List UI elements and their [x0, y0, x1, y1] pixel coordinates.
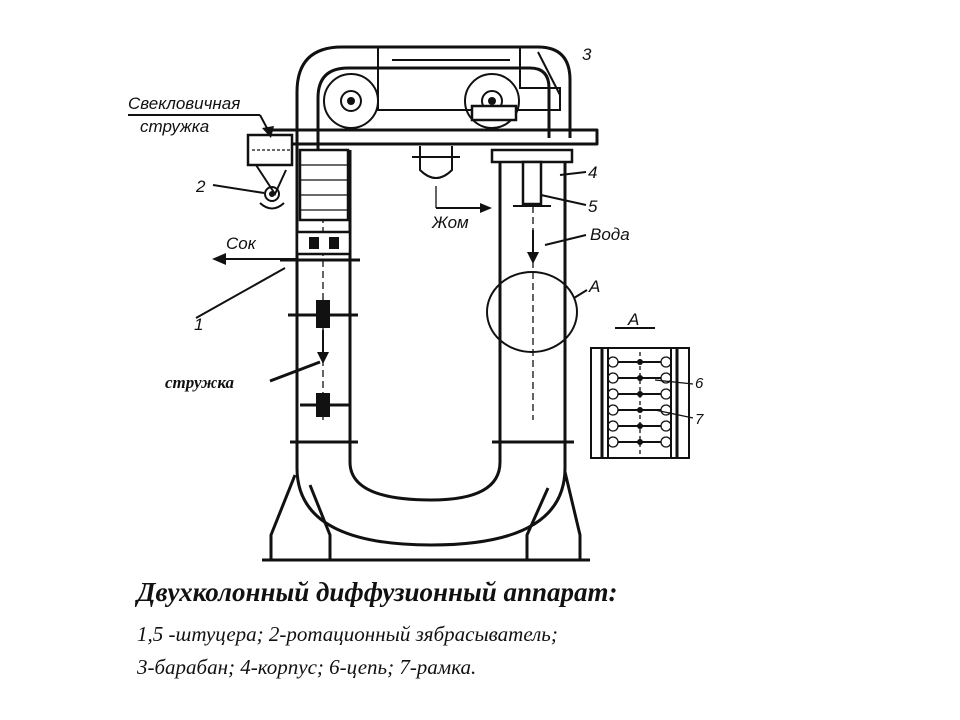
detail-view-a	[590, 327, 690, 459]
juice-fitting	[295, 230, 352, 256]
right-support	[525, 471, 582, 560]
caption-line-2: 3-барабан; 4-корпус; 6-цепь; 7-рамка.	[137, 655, 477, 679]
u-bend-outer	[295, 445, 567, 547]
rotary-thrower	[246, 133, 294, 210]
label-7: 7	[695, 411, 704, 428]
caption-line-1: 1,5 -штуцера; 2-ротационный зябрасывател…	[137, 622, 558, 646]
water-arrow-head	[527, 252, 539, 264]
leader-1	[195, 267, 286, 319]
drum-left	[323, 73, 379, 129]
pulp-outlet	[412, 146, 460, 179]
left-feed-block	[298, 148, 350, 222]
chips-input-arrow	[262, 126, 274, 138]
top-arch-inner	[316, 66, 551, 150]
label-juice: Сок	[226, 234, 257, 253]
label-5: 5	[588, 197, 598, 216]
left-support	[269, 474, 332, 560]
juice-arrow-head	[212, 253, 226, 265]
paddle-upper	[288, 300, 358, 328]
leader-7	[654, 409, 694, 419]
detail-circle-a	[486, 271, 578, 353]
drum-bracket	[470, 104, 518, 122]
u-bend-inner	[348, 445, 502, 502]
label-6: 6	[695, 375, 704, 392]
paddle-lower	[300, 393, 350, 417]
leader-6	[654, 379, 694, 385]
label-detail-a-title: А	[627, 310, 639, 329]
right-column-flange	[490, 148, 574, 164]
caption-title: Двухколонный диффузионный аппарат:	[137, 577, 618, 607]
chips-down-arrow	[317, 352, 329, 364]
leader-2	[212, 184, 265, 194]
pulp-arrow-head	[480, 203, 492, 213]
label-3: 3	[582, 45, 592, 64]
label-pulp: Жом	[431, 213, 469, 232]
drum-right	[464, 73, 520, 129]
label-water: Вода	[590, 225, 630, 244]
leader-a	[573, 289, 588, 299]
water-fitting	[521, 160, 543, 206]
top-arch-outer	[295, 45, 572, 150]
chips-pointer	[269, 360, 321, 383]
label-4: 4	[588, 163, 597, 182]
leader-4	[559, 171, 587, 176]
label-chips: стружка	[165, 373, 235, 392]
leader-water	[544, 234, 587, 246]
label-detail-a: А	[588, 277, 600, 296]
leader-5	[540, 194, 587, 206]
label-1: 1	[194, 315, 203, 334]
label-2: 2	[195, 177, 206, 196]
drum-housing	[377, 46, 561, 111]
label-beet-chips-2: стружка	[140, 117, 209, 136]
leader-3	[537, 51, 561, 96]
label-beet-chips: Свекловичная	[128, 94, 240, 113]
